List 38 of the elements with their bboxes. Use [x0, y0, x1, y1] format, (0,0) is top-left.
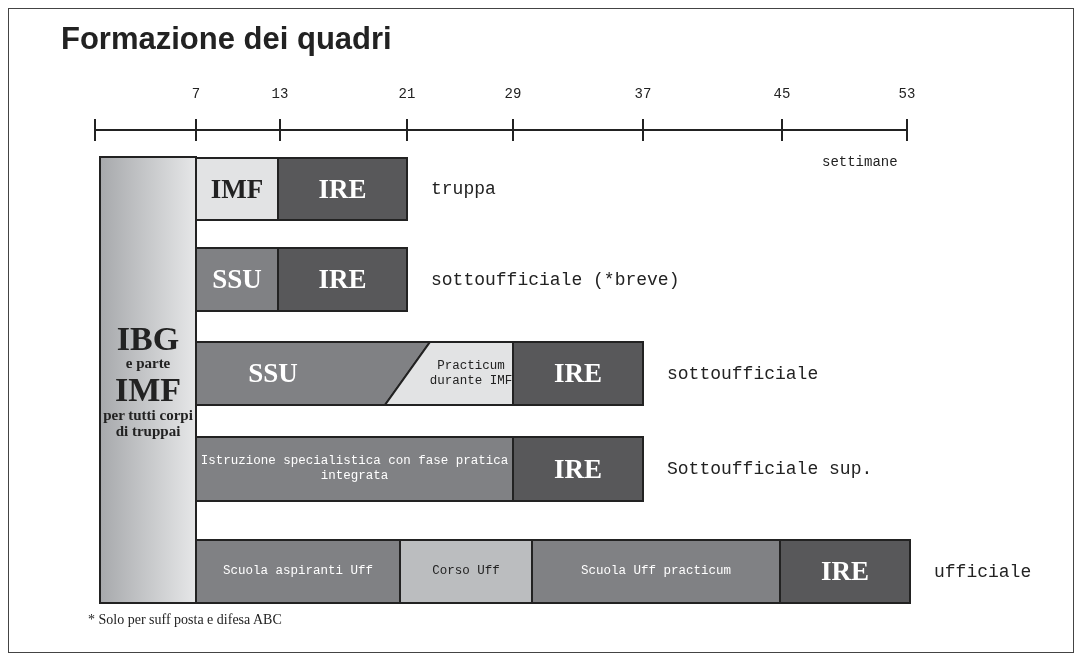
- course-segment: [400, 540, 532, 603]
- course-label: IRE: [821, 557, 869, 586]
- row-label: ufficiale: [934, 561, 1032, 582]
- tick-label: 53: [898, 86, 916, 102]
- course-label: Scuola Uff practicum: [580, 564, 732, 579]
- tick-label: 45: [773, 86, 791, 102]
- course-label: IRE: [554, 359, 602, 388]
- course-segment: [196, 437, 513, 501]
- title: Formazione dei quadri: [61, 21, 392, 57]
- row-label: Sottoufficiale sup.: [667, 459, 873, 479]
- footnote: * Solo per suff posta e difesa ABC: [88, 612, 282, 628]
- course-segment: [196, 540, 400, 603]
- phase-bar: [100, 157, 196, 603]
- phase-label: e parte: [125, 356, 171, 373]
- course-label: IRE: [318, 265, 367, 294]
- course-segment: [196, 158, 278, 220]
- course-segment: [196, 248, 278, 311]
- course-label: Corso Uff: [431, 564, 501, 579]
- tick-label: 29: [504, 86, 522, 102]
- tick-label: 7: [191, 86, 201, 102]
- row-label: truppa: [431, 179, 496, 199]
- row-label: sottoufficiale (*breve): [431, 269, 680, 290]
- tick-label: 21: [398, 86, 416, 102]
- phase-label: IMF: [114, 372, 182, 408]
- course-label: Istruzione specialistica con fase pratica integrata: [199, 454, 510, 484]
- phase-label: per tutti corpi di truppai: [102, 407, 194, 440]
- tick-label: 37: [634, 86, 652, 102]
- tick-label: 13: [271, 86, 289, 102]
- row-label: sottoufficiale: [667, 363, 819, 384]
- course-label: IRE: [554, 454, 602, 484]
- course-label: Practicum durante IMF: [428, 358, 514, 389]
- axis-unit-label: settimane: [822, 154, 898, 170]
- course-label: IRE: [318, 174, 367, 204]
- course-label: SSU: [212, 265, 262, 294]
- course-label: Scuola aspiranti Uff: [222, 564, 374, 579]
- course-segment: [532, 540, 780, 603]
- phase-label: IBG: [116, 320, 180, 357]
- course-label: IMF: [210, 174, 264, 204]
